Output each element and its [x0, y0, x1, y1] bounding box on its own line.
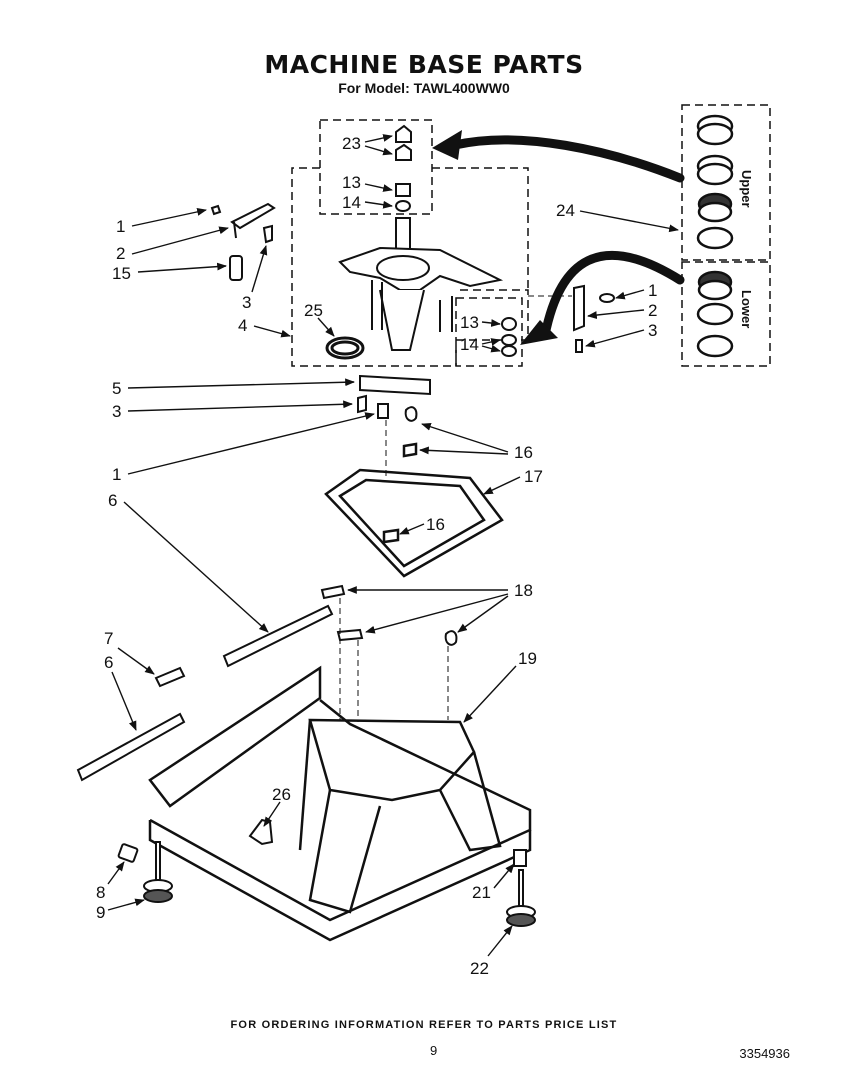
callout-2-left: 2	[116, 244, 125, 263]
plate-and-fasteners	[357, 374, 431, 422]
ordering-note: FOR ORDERING INFORMATION REFER TO PARTS …	[230, 1019, 618, 1031]
callout-14-right: 14	[460, 335, 479, 354]
lower-label: Lower	[739, 290, 754, 328]
cross-bars	[76, 604, 334, 782]
callout-9: 9	[96, 903, 105, 922]
callout-6-lower: 6	[104, 653, 113, 672]
right-bracket-parts	[573, 284, 615, 353]
callout-21: 21	[472, 883, 491, 902]
bearing-box-lower	[681, 261, 771, 367]
right-bearing-parts	[501, 317, 517, 357]
document-number: 3354936	[739, 1046, 790, 1061]
curved-arrows	[450, 135, 685, 340]
callout-17: 17	[524, 467, 543, 486]
callout-18: 18	[514, 581, 533, 600]
callout-3-lower: 3	[112, 402, 121, 421]
leader-lines	[107, 134, 679, 957]
callout-5: 5	[112, 379, 121, 398]
callout-4: 4	[238, 316, 247, 335]
bearing-rings	[696, 114, 734, 358]
ring-25	[325, 336, 365, 360]
callout-2-right: 2	[648, 301, 657, 320]
feet	[117, 841, 536, 927]
bracket-26	[248, 818, 274, 846]
callout-23: 23	[342, 134, 361, 153]
callout-15: 15	[112, 264, 131, 283]
upper-label: Upper	[739, 170, 754, 208]
bearing-box-upper	[681, 104, 771, 261]
callout-16-inner: 16	[426, 515, 445, 534]
machine-base-19	[148, 665, 532, 942]
model-subtitle: For Model: TAWL400WW0	[338, 80, 510, 96]
callout-7: 7	[104, 629, 113, 648]
callout-13-top: 13	[342, 173, 361, 192]
callout-8: 8	[96, 883, 105, 902]
explode-lines	[339, 295, 572, 722]
callout-24: 24	[556, 201, 575, 220]
frame-17	[324, 442, 504, 578]
clips-18	[320, 584, 458, 646]
callout-3-right: 3	[648, 321, 657, 340]
page-number: 9	[430, 1043, 438, 1058]
callout-13-right: 13	[460, 313, 479, 332]
callout-25: 25	[304, 301, 323, 320]
spider-hub-assembly	[338, 217, 504, 351]
callout-1-lower: 1	[112, 465, 121, 484]
callout-6-upper: 6	[108, 491, 117, 510]
curved-arrow-heads	[432, 130, 558, 345]
left-bracket-parts	[210, 202, 276, 281]
page-title: MACHINE BASE PARTS	[264, 50, 584, 79]
callout-numbers: 23 13 14 1 2 15 3 4 25 24 1 2 3 13 14 5 …	[96, 134, 657, 978]
callout-14-top: 14	[342, 193, 361, 212]
top-bearing-parts	[395, 124, 412, 212]
bearing-kit-box-top	[319, 119, 433, 215]
callout-26: 26	[272, 785, 291, 804]
bearing-kit-box-right	[455, 297, 523, 367]
callout-16-top: 16	[514, 443, 533, 462]
callout-22: 22	[470, 959, 489, 978]
dashed-group-boxes	[291, 104, 771, 367]
callout-19: 19	[518, 649, 537, 668]
callout-1-right: 1	[648, 281, 657, 300]
callout-3-left: 3	[242, 293, 251, 312]
callout-1-upper: 1	[116, 217, 125, 236]
